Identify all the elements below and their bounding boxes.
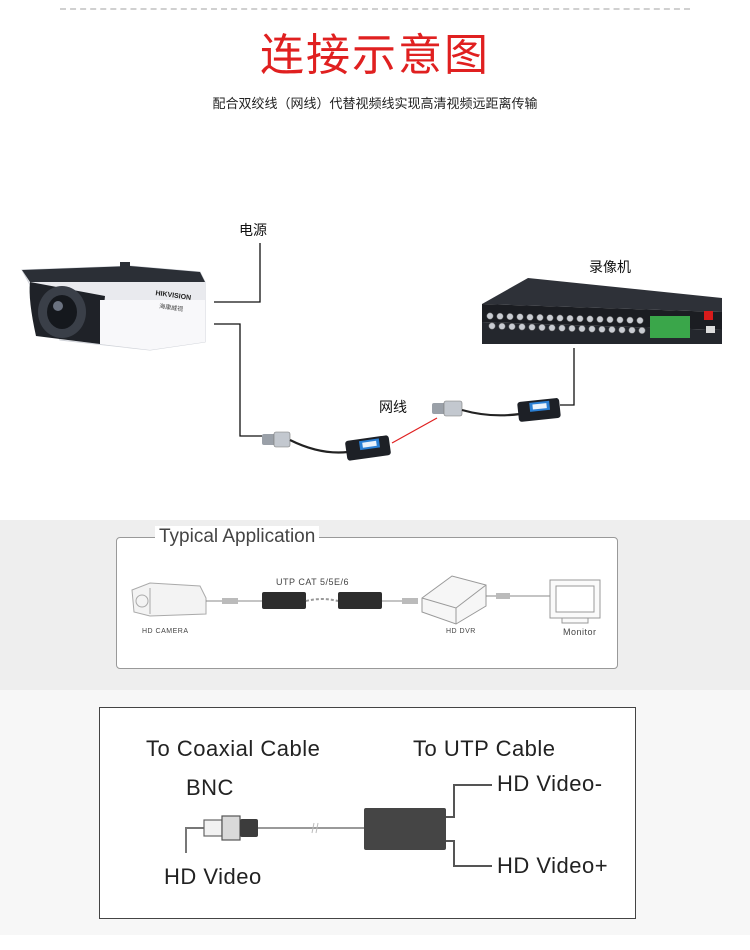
bnc-label: BNC [186, 775, 234, 800]
dvr-port [508, 323, 516, 331]
bnc-plug-monitor [496, 593, 510, 599]
bnc-connector [203, 815, 258, 841]
hd-video-minus-label: HD Video- [497, 771, 603, 796]
dvr-ports [486, 312, 646, 334]
left-balun [262, 431, 391, 461]
dvr-port [616, 316, 624, 324]
dvr-port [516, 313, 524, 321]
dvr-port [536, 314, 544, 321]
coaxial-cable-label: To Coaxial Cable [146, 736, 321, 761]
dvr-port [626, 316, 634, 324]
dvr-port [498, 322, 506, 330]
dvr-port [638, 327, 646, 334]
dvr-port [568, 324, 576, 332]
balun-body [364, 808, 446, 850]
dvr-port [558, 324, 566, 332]
dvr-port [518, 323, 526, 331]
dvr-port [618, 326, 626, 334]
dvr-port [546, 314, 554, 322]
dvr-port [588, 325, 596, 333]
dvr-port [596, 315, 604, 323]
dvr-video-line [560, 348, 575, 406]
hd-video-plus-label: HD Video+ [497, 853, 609, 878]
power-line [214, 243, 261, 303]
utp-cable [305, 598, 339, 602]
dvr-port [636, 317, 644, 324]
hd-dvr-label: HD DVR [446, 628, 476, 635]
hd-video-lead [185, 827, 204, 853]
dvr-port [526, 313, 534, 321]
dvr-port [506, 313, 514, 321]
balun-left [262, 592, 306, 609]
dvr-port [556, 314, 564, 322]
camera-video-line [214, 323, 262, 437]
network-cable [391, 417, 438, 444]
dvr-port [578, 325, 586, 333]
bnc-plug-right [402, 598, 418, 604]
camera-image [21, 262, 206, 351]
monitor-icon [549, 579, 601, 624]
dvr-port [608, 326, 616, 334]
dvr-port [486, 312, 494, 320]
hd-video-label: HD Video [164, 864, 262, 889]
dvr-terminal-block [650, 311, 715, 338]
typical-application-title: Typical Application [155, 526, 320, 548]
dvr-port [586, 315, 594, 323]
utp-cable-label: To UTP Cable [413, 736, 556, 761]
dvr-port [528, 323, 536, 331]
page-title: 连接示意图 [260, 30, 490, 81]
cable-type-label: UTP CAT 5/5E/6 [276, 577, 350, 587]
dvr-port [488, 322, 496, 330]
cable-label: 网线 [379, 400, 407, 416]
hd-video-minus-lead [446, 784, 492, 818]
dvr-port [548, 324, 556, 332]
dvr-port [538, 324, 546, 331]
top-dashed-divider [60, 8, 690, 10]
hd-dvr-icon [421, 575, 487, 625]
dvr-port [628, 326, 636, 334]
hd-camera-label: HD CAMERA [142, 628, 189, 635]
dvr-port [598, 325, 606, 333]
connection-diagram [21, 243, 722, 461]
right-balun [432, 398, 561, 422]
power-label: 电源 [239, 223, 267, 239]
balun-right [338, 592, 382, 609]
dvr-label: 录像机 [589, 260, 631, 276]
hd-camera-icon [131, 582, 207, 617]
page-subtitle: 配合双绞线（网线）代替视频线实现高清视频远距离传输 [212, 97, 538, 112]
hd-video-plus-lead [446, 840, 492, 867]
dvr-port [566, 314, 574, 322]
monitor-label: Monitor [563, 627, 597, 637]
bnc-plug-left [222, 598, 238, 604]
dvr-port [576, 315, 584, 323]
dvr-port [606, 316, 614, 324]
dvr-port [496, 312, 504, 320]
